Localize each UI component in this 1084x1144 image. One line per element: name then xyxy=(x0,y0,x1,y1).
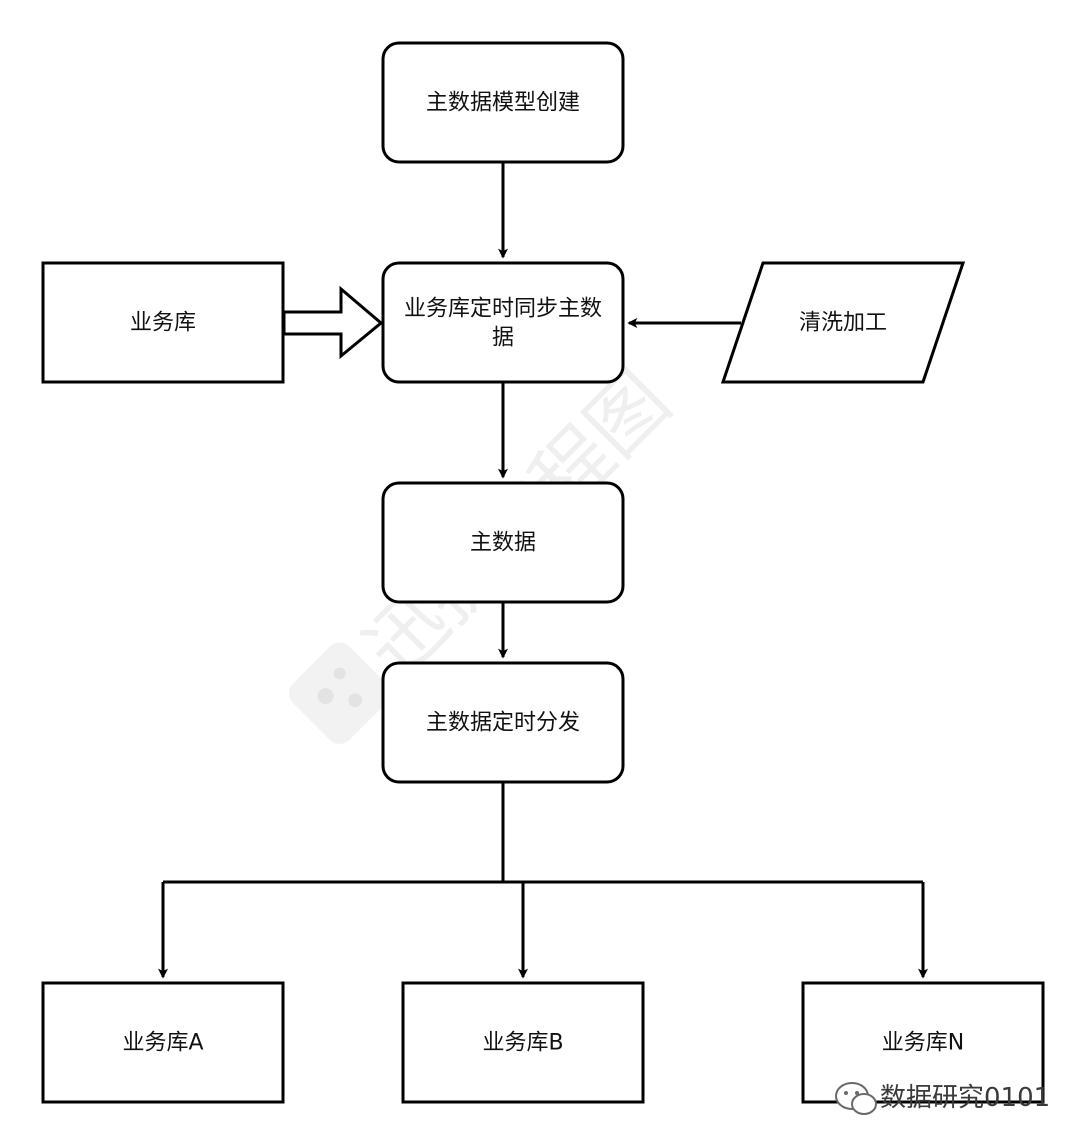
node-distribute[interactable]: 主数据定时分发 xyxy=(381,661,625,784)
node-db-b[interactable]: 业务库B xyxy=(401,981,645,1104)
node-source-db-label: 业务库 xyxy=(130,311,196,336)
node-cleaning[interactable]: 清洗加工 xyxy=(720,261,966,384)
node-db-n-label: 业务库N xyxy=(882,1031,964,1056)
wechat-icon xyxy=(835,1082,877,1115)
node-master-data-label: 主数据 xyxy=(470,531,536,556)
node-master-data[interactable]: 主数据 xyxy=(381,481,625,604)
node-model-create-label: 主数据模型创建 xyxy=(426,91,580,116)
node-sync-label-line2: 据 xyxy=(492,326,514,351)
signature-text: 数据研究0101 xyxy=(880,1083,1050,1113)
node-cleaning-label: 清洗加工 xyxy=(799,311,887,336)
node-distribute-label: 主数据定时分发 xyxy=(426,711,580,736)
node-sync-label-line1: 业务库定时同步主数 xyxy=(404,297,602,322)
node-db-n[interactable]: 业务库N xyxy=(801,981,1045,1104)
node-sync[interactable]: 业务库定时同步主数 据 xyxy=(381,261,625,384)
signature: 数据研究0101 xyxy=(835,1082,1050,1115)
node-db-a[interactable]: 业务库A xyxy=(41,981,285,1104)
watermark-logo-icon xyxy=(288,642,391,745)
node-model-create[interactable]: 主数据模型创建 xyxy=(381,41,625,164)
node-db-a-label: 业务库A xyxy=(122,1031,203,1056)
node-db-b-label: 业务库B xyxy=(482,1031,563,1056)
node-source-db[interactable]: 业务库 xyxy=(41,261,285,384)
block-arrow-source-to-sync xyxy=(282,285,384,360)
connectors xyxy=(158,162,928,979)
